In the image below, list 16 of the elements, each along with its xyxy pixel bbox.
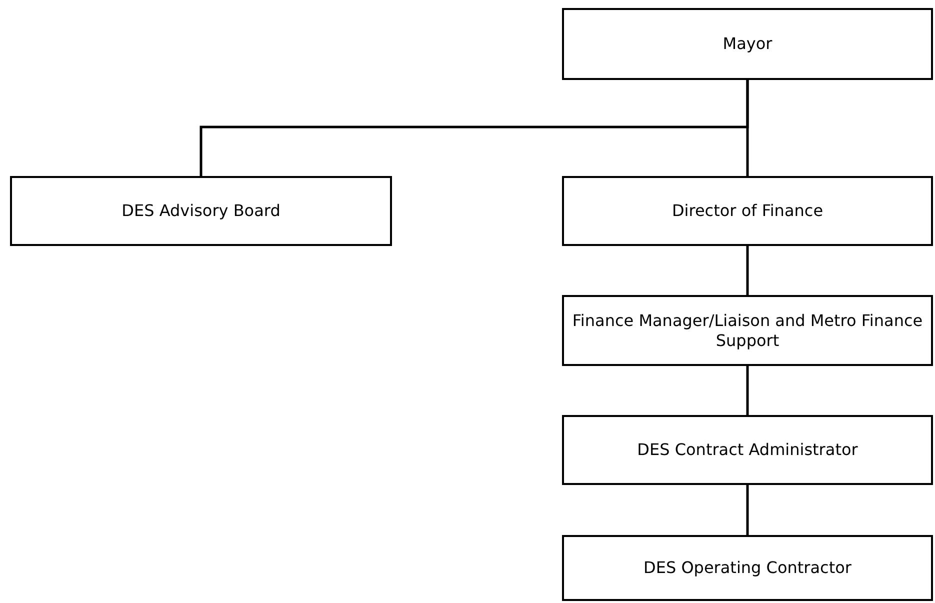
connector-line (746, 246, 749, 295)
connector-line (746, 366, 749, 415)
org-box (562, 8, 933, 80)
role-title: Mayor (722, 34, 772, 54)
org-box (10, 176, 392, 246)
org-box (562, 295, 933, 366)
org-box (562, 535, 933, 601)
connector-line (746, 485, 749, 535)
connector-line (746, 80, 749, 176)
org-box (562, 415, 933, 485)
role-title: DES Operating Contractor (644, 558, 852, 578)
role-title: DES Advisory Board (122, 201, 280, 221)
role-title: Director of Finance (672, 201, 824, 221)
role-title: DES Contract Administrator (637, 440, 858, 460)
org-box (562, 176, 933, 246)
role-title: Finance Manager/Liaison and Metro Finance Support (572, 310, 923, 350)
